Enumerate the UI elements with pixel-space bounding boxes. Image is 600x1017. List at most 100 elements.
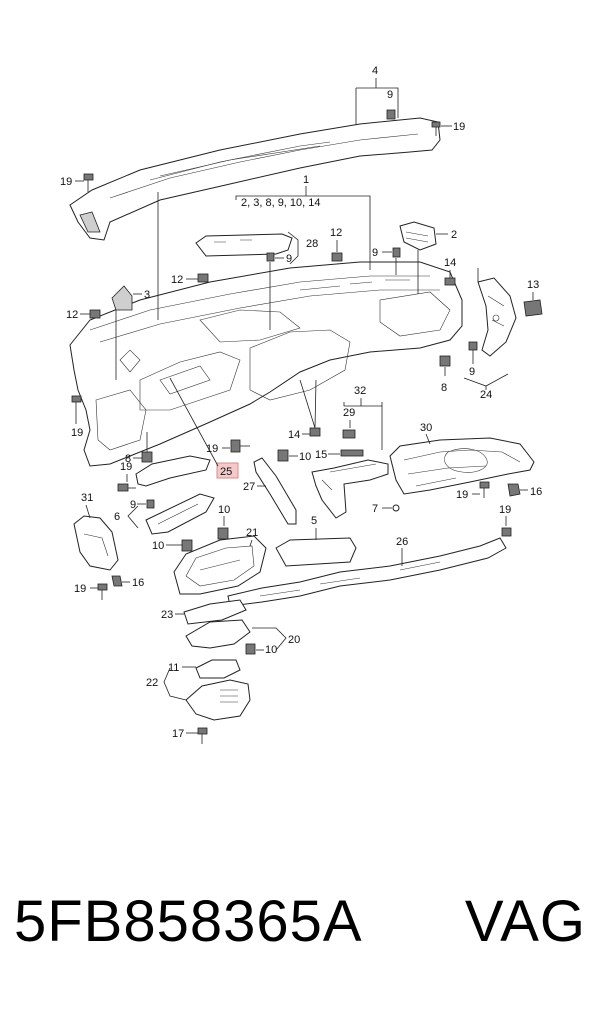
screw-19-left bbox=[83, 173, 94, 192]
callout-16-knee: 16 bbox=[132, 577, 144, 589]
callout-21: 21 bbox=[246, 527, 258, 539]
part-31-knee-trim bbox=[73, 515, 119, 571]
part-24-side-bracket bbox=[477, 277, 517, 357]
callout-11: 11 bbox=[168, 662, 179, 674]
callout-23: 23 bbox=[161, 609, 173, 621]
clip-12-left-a bbox=[197, 273, 209, 283]
clip-10-col bbox=[245, 643, 256, 655]
callout-20: 20 bbox=[288, 634, 300, 646]
callout-10-center: 10 bbox=[299, 451, 311, 463]
part-22-lower-cover bbox=[185, 679, 251, 721]
callout-12-mid: 12 bbox=[330, 227, 342, 239]
part-23-trim bbox=[183, 599, 247, 625]
callout-19-bar: 19 bbox=[499, 504, 511, 516]
callout-19-top-right: 19 bbox=[453, 121, 465, 133]
screw-19-mid-left bbox=[71, 395, 82, 414]
callout-26: 26 bbox=[396, 536, 408, 548]
callout-31: 31 bbox=[81, 492, 93, 504]
clip-12-mid bbox=[331, 252, 343, 262]
brand-label: VAG bbox=[464, 889, 586, 954]
screw-19-trim bbox=[117, 483, 136, 492]
part-25-bracket bbox=[135, 455, 211, 487]
part-27-center-trim bbox=[253, 457, 297, 525]
callout-6: 6 bbox=[114, 511, 120, 523]
screw-19-top-right bbox=[431, 121, 441, 136]
screw-19-dash bbox=[230, 439, 250, 453]
clip-9-glove bbox=[146, 499, 155, 509]
callout-2: 2 bbox=[451, 229, 457, 241]
clip-16-knee bbox=[111, 575, 123, 587]
part-3-vent bbox=[111, 285, 133, 311]
callout-16-trim: 16 bbox=[530, 486, 542, 498]
callout-8-right: 8 bbox=[441, 382, 447, 394]
callout-14-center: 14 bbox=[288, 429, 300, 441]
clip-16-glove bbox=[507, 483, 521, 497]
part-6-glovebox bbox=[145, 493, 215, 535]
part-number: 5FB858365A bbox=[14, 889, 363, 954]
clip-9-mid bbox=[392, 247, 401, 258]
clip-8-right bbox=[439, 355, 451, 367]
clip-10-center bbox=[277, 449, 289, 462]
callout-30: 30 bbox=[420, 422, 432, 434]
part-21-instrument-cluster bbox=[173, 535, 267, 595]
callout-5: 5 bbox=[311, 515, 317, 527]
part-1-dashboard bbox=[69, 261, 463, 467]
callout-9-mid: 9 bbox=[372, 247, 378, 259]
part-26-crossbar bbox=[227, 537, 507, 607]
part-28-trim bbox=[195, 233, 293, 257]
callout-17: 17 bbox=[172, 728, 184, 740]
callout-24: 24 bbox=[480, 389, 492, 401]
callout-14-right: 14 bbox=[444, 257, 456, 269]
callout-15: 15 bbox=[315, 449, 327, 461]
clip-14-right bbox=[444, 277, 456, 286]
clip-9-top bbox=[386, 109, 396, 120]
callout-10-cluster-b: 10 bbox=[152, 540, 164, 552]
screw-17 bbox=[197, 727, 208, 744]
clip-10-cluster bbox=[217, 527, 229, 540]
callout-4: 4 bbox=[372, 65, 378, 77]
clip-8-left bbox=[141, 451, 153, 463]
clip-12-left-b bbox=[89, 309, 101, 319]
clip-9-right bbox=[468, 341, 478, 351]
callout-13: 13 bbox=[527, 279, 539, 291]
callout-8-left: 8 bbox=[125, 453, 131, 465]
part-4-top-cover bbox=[69, 117, 441, 241]
callout-10-col: 10 bbox=[265, 644, 277, 656]
callout-27: 27 bbox=[243, 481, 255, 493]
part-32-console-bracket bbox=[311, 459, 389, 519]
callout-10-cluster: 10 bbox=[218, 504, 230, 516]
callout-1: 1 bbox=[303, 174, 309, 186]
callout-29: 29 bbox=[343, 407, 355, 419]
callout-9-top: 9 bbox=[387, 89, 393, 101]
callout-12-left-b: 12 bbox=[66, 309, 78, 321]
screw-19-bar bbox=[501, 527, 512, 537]
part-20-column-cover bbox=[185, 619, 251, 649]
callout-9-glove: 9 bbox=[130, 499, 136, 511]
part-2-vent bbox=[399, 221, 437, 251]
callout-19-knee: 19 bbox=[74, 583, 86, 595]
part-11-cover bbox=[195, 659, 241, 679]
pin-7 bbox=[392, 504, 400, 512]
callout-19-left: 19 bbox=[60, 176, 72, 188]
screw-19-glove bbox=[479, 481, 490, 498]
callout-25: 25 bbox=[220, 466, 232, 478]
callout-19-trim: 19 bbox=[120, 461, 132, 473]
part-29-clip bbox=[342, 429, 356, 439]
screw-19-knee bbox=[97, 583, 108, 600]
callout-1-sublist: 2, 3, 8, 9, 10, 14 bbox=[241, 197, 321, 209]
callout-9-right: 9 bbox=[469, 366, 475, 378]
callout-32: 32 bbox=[354, 385, 366, 397]
callout-22: 22 bbox=[146, 677, 158, 689]
part-5-cover bbox=[275, 537, 357, 567]
clip-14-center bbox=[309, 427, 321, 437]
part-13-bracket bbox=[523, 299, 543, 317]
callout-28: 28 bbox=[306, 238, 318, 250]
clip-9-28 bbox=[266, 252, 275, 262]
callout-3: 3 bbox=[144, 289, 150, 301]
part-15-rod bbox=[340, 449, 364, 457]
clip-10-cluster-b bbox=[181, 539, 193, 552]
part-30-glovebox-panel bbox=[389, 437, 535, 495]
callout-9-28: 9 bbox=[286, 253, 292, 265]
callout-7: 7 bbox=[372, 503, 378, 515]
